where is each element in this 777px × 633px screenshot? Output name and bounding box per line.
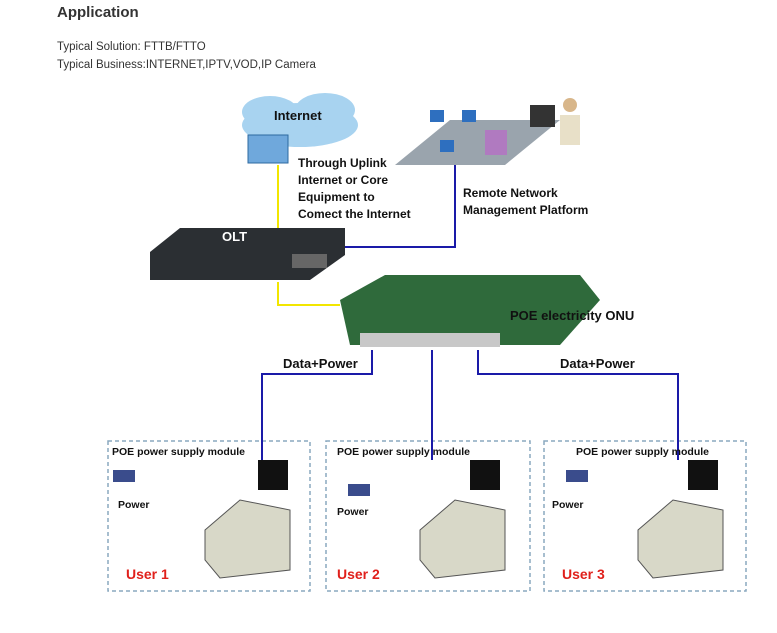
poe-module-icon: [258, 460, 288, 490]
lan-platform-icon: [395, 120, 560, 165]
mgmt-link: [310, 165, 456, 248]
link-user3: [477, 350, 679, 460]
poe-module-icon: [688, 460, 718, 490]
pc-icon: [440, 140, 454, 152]
data-power-left: Data+Power: [283, 356, 358, 371]
onu-board-icon: [340, 275, 600, 345]
data-power-right: Data+Power: [560, 356, 635, 371]
onu-label: POE electricity ONU: [510, 308, 635, 323]
power-label-1: Power: [118, 499, 150, 511]
user-box-3: [543, 440, 747, 592]
module-label-3: POE power supply module: [576, 446, 710, 458]
module-label-1: POE power supply module: [112, 446, 246, 458]
power-plug-icon: [348, 484, 370, 496]
pc-icon: [462, 110, 476, 122]
house-icon: [204, 499, 291, 579]
internet-label: Internet: [274, 108, 322, 123]
uplink-text-3: Equipment to: [298, 190, 375, 204]
module-label-2: POE power supply module: [337, 446, 471, 458]
house-icon: [637, 499, 724, 579]
uplink-text-1: Through Uplink: [298, 156, 387, 170]
user-label-1: User 1: [126, 566, 169, 582]
user-box-2: [325, 440, 531, 592]
typical-business: Typical Business:INTERNET,IPTV,VOD,IP Ca…: [57, 59, 316, 71]
pc-icon: [430, 110, 444, 122]
user-label-2: User 2: [337, 566, 380, 582]
user-label-3: User 3: [562, 566, 605, 582]
power-plug-icon: [566, 470, 588, 482]
server-icon: [485, 130, 507, 155]
remote-text-1: Remote Network: [463, 186, 558, 200]
uplink-text-4: Comect the Internet: [298, 207, 411, 221]
olt-label: OLT: [222, 229, 248, 244]
page-title: Application: [57, 4, 139, 21]
link-user1: [261, 350, 373, 460]
router-icon: [247, 134, 289, 164]
operator-icon: [563, 98, 577, 112]
workstation-icon: [530, 105, 555, 127]
remote-text-2: Management Platform: [463, 203, 589, 217]
power-label-2: Power: [337, 506, 369, 518]
user-box-1: [107, 440, 311, 592]
typical-solution: Typical Solution: FTTB/FTTO: [57, 41, 206, 53]
power-plug-icon: [113, 470, 135, 482]
power-label-3: Power: [552, 499, 584, 511]
uplink-text-2: Internet or Core: [298, 173, 389, 187]
poe-module-icon: [470, 460, 500, 490]
olt-onu-yellow: [277, 282, 340, 306]
house-icon: [419, 499, 506, 579]
